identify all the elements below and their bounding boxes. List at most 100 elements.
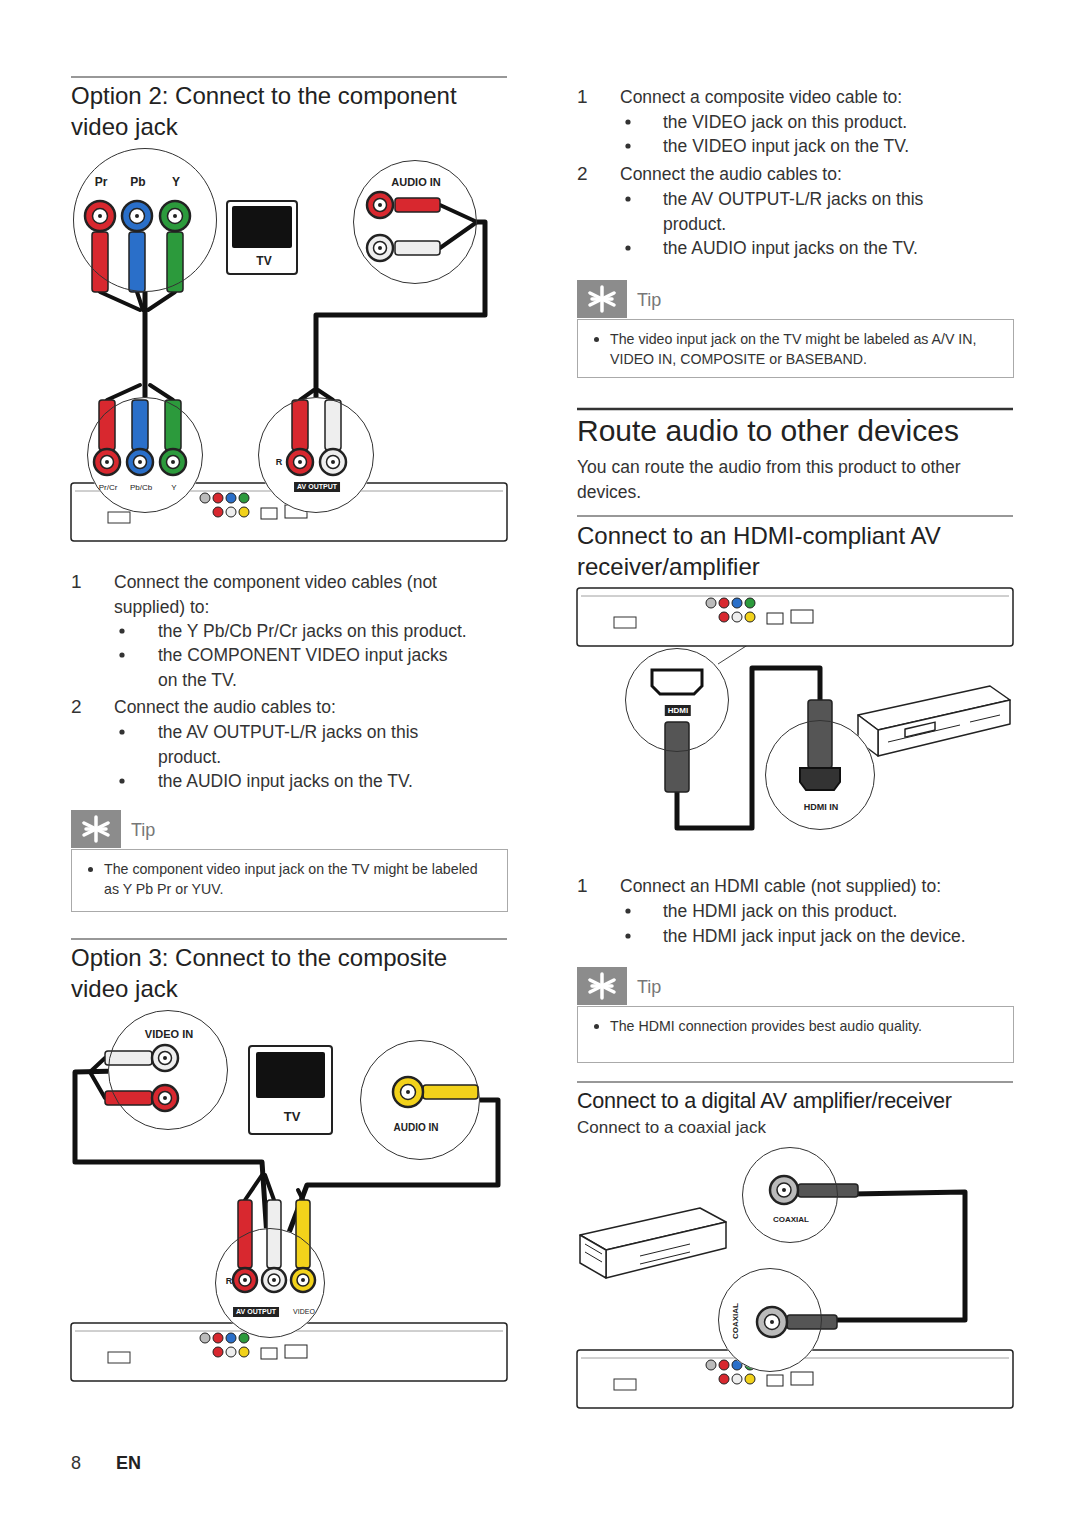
cable-plug xyxy=(292,400,308,450)
tip-heading: Tip xyxy=(637,289,661,311)
cable-plug xyxy=(99,400,115,450)
zoom-callout: AUDIO IN xyxy=(360,1040,480,1160)
receiver-detail xyxy=(585,715,1000,1264)
rca-jack xyxy=(374,242,387,255)
hdmi-port xyxy=(767,1375,783,1386)
rca-jack xyxy=(393,1077,423,1107)
receiver-detail xyxy=(585,1244,602,1254)
signal-cable xyxy=(822,1192,965,1320)
zoom-callout: COAXIAL xyxy=(742,1147,838,1243)
body-text: the HDMI jack input jack on the device. xyxy=(663,924,1013,949)
list-bullet xyxy=(625,245,630,250)
tip-text: The component video input jack on the TV… xyxy=(104,860,493,899)
list-bullet xyxy=(119,628,124,633)
rca-jack xyxy=(122,201,152,231)
player-jack xyxy=(745,1374,755,1384)
rca-jack xyxy=(331,460,335,464)
tv-box: TV xyxy=(248,1045,333,1135)
tip-icon xyxy=(577,280,627,318)
cable-plug xyxy=(129,232,145,292)
tip-text: The HDMI connection provides best audio … xyxy=(610,1017,999,1037)
body-text: Connect to a coaxial jack xyxy=(577,1117,977,1139)
rca-jack xyxy=(757,1307,787,1337)
jack-label: Pb/Cb xyxy=(130,482,152,493)
jack-label: TV xyxy=(256,254,271,269)
player-jack xyxy=(706,1360,716,1370)
list-bullet xyxy=(119,729,124,734)
section-rule xyxy=(577,515,1013,516)
zoom-callout: PrPbY xyxy=(73,148,217,292)
tip-text: The video input jack on the TV might be … xyxy=(610,330,999,369)
hdmi-port xyxy=(767,613,783,624)
rca-jack xyxy=(85,201,115,231)
rca-jack xyxy=(262,1268,286,1292)
cable-plug xyxy=(798,1184,858,1197)
jack-label: Pr/Cr xyxy=(99,482,118,493)
rca-jack xyxy=(159,1092,172,1105)
tip-icon xyxy=(577,280,627,318)
rca-jack xyxy=(105,460,109,464)
step-number: 1 xyxy=(71,570,101,595)
rca-jack xyxy=(152,1085,178,1111)
zoom-disc xyxy=(108,1010,228,1130)
tip-icon xyxy=(86,827,106,831)
cable-strand xyxy=(148,292,175,310)
zoom-callout: RAV OUTPUTVIDEO xyxy=(215,1228,325,1338)
rca-jack xyxy=(233,1268,257,1292)
cable-plug xyxy=(92,232,108,292)
tip-heading: Tip xyxy=(637,976,661,998)
zoom-disc xyxy=(360,1040,480,1160)
cable-strand xyxy=(100,292,140,310)
player-jack xyxy=(226,1347,236,1357)
cable-strand xyxy=(440,205,477,222)
body-text: Connect a composite video cable to: xyxy=(620,85,1010,110)
rca-jack xyxy=(374,199,387,212)
cable-strand xyxy=(440,222,477,248)
receiver-device xyxy=(606,1222,726,1278)
tip-icon xyxy=(590,980,614,992)
cable-strand xyxy=(300,390,314,400)
player-jack xyxy=(732,1374,742,1384)
tip-icon xyxy=(84,823,108,835)
list-bullet xyxy=(119,652,124,657)
receiver-detail xyxy=(888,725,960,742)
step-number: 1 xyxy=(577,85,607,110)
player-body xyxy=(581,596,1009,597)
player-jack xyxy=(719,612,729,622)
tip-box: TipThe video input jack on the TV might … xyxy=(577,280,1014,378)
receiver-device xyxy=(580,1235,606,1278)
body-text: Connect the component video cables (not … xyxy=(114,570,499,619)
rca-jack xyxy=(159,1052,172,1065)
port-tag: HDMI xyxy=(665,705,691,716)
list-bullet xyxy=(594,1024,599,1029)
cable-plug xyxy=(105,1091,152,1105)
rca-jack xyxy=(401,1085,416,1100)
list-bullet xyxy=(625,143,630,148)
hdmi-port xyxy=(652,670,702,694)
hdmi-port xyxy=(800,768,840,790)
rca-jack xyxy=(298,460,302,464)
zoom-callout: Pr/CrPb/CbY xyxy=(87,397,203,513)
player-jack xyxy=(719,1374,729,1384)
hdmi-port xyxy=(261,1348,277,1359)
rca-jack xyxy=(367,192,393,218)
jack-label: R xyxy=(276,456,283,468)
body-text: Connect an HDMI cable (not supplied) to: xyxy=(620,874,1010,899)
list-bullet xyxy=(625,196,630,201)
player-jack xyxy=(226,507,236,517)
cable-plug xyxy=(296,1200,310,1268)
rca-jack xyxy=(160,449,186,475)
player-jack xyxy=(213,1333,223,1343)
section-rule xyxy=(71,938,507,939)
body-text: the AUDIO input jacks on the TV. xyxy=(663,236,1013,261)
receiver-detail xyxy=(970,715,1000,722)
cable-plug xyxy=(167,232,183,292)
section-rule xyxy=(71,77,1013,1082)
receiver-detail xyxy=(585,1252,602,1262)
rca-jack xyxy=(770,1320,774,1324)
player-jack xyxy=(226,1333,236,1343)
jack-label: R xyxy=(226,1275,233,1287)
jack-label: Pr xyxy=(95,175,108,190)
rca-jack xyxy=(268,1274,280,1286)
tip-icon xyxy=(590,293,614,305)
